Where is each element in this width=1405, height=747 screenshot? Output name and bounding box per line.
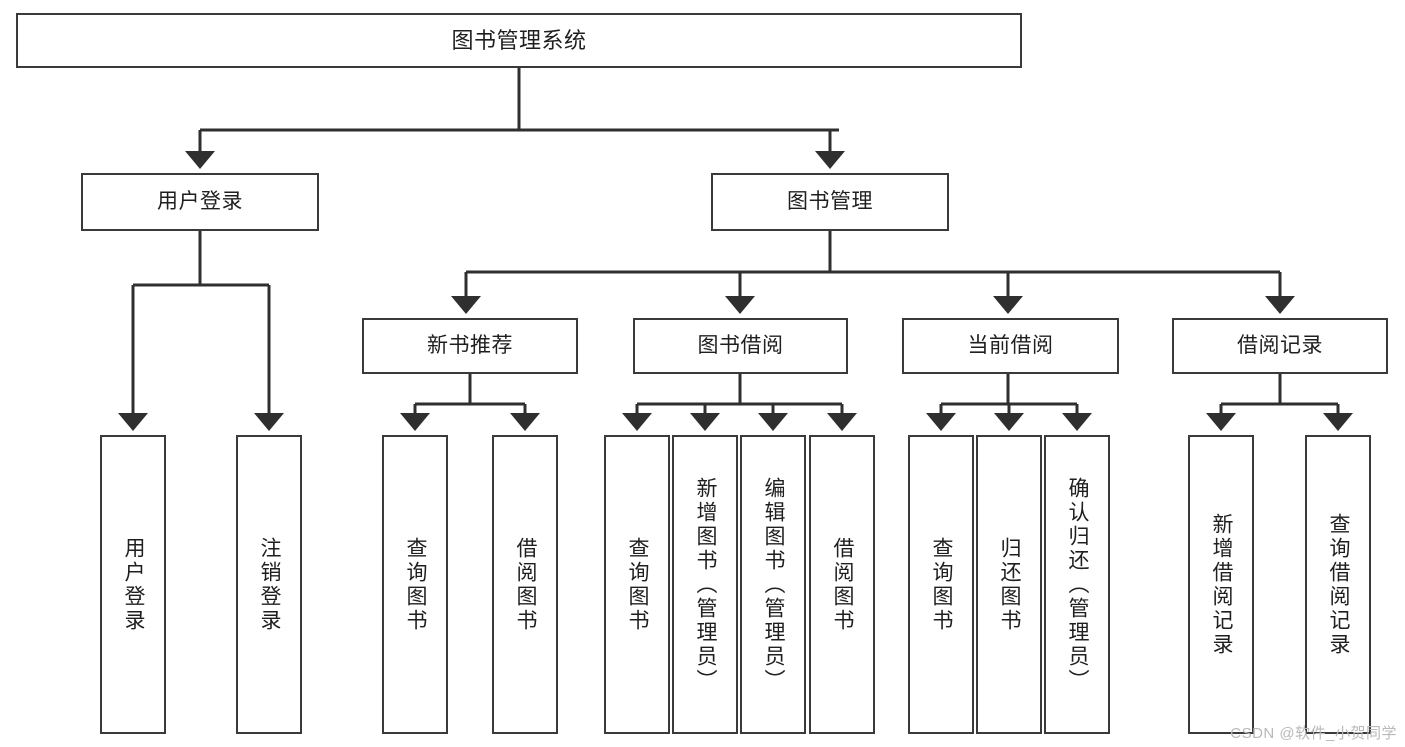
leaf-query-borrow-record[interactable]: 查询借阅记录	[1305, 435, 1371, 734]
node-root-book-management-system[interactable]: 图书管理系统	[16, 13, 1022, 68]
node-label: 编辑图书（管理员）	[762, 476, 786, 693]
node-label: 查询图书	[404, 536, 428, 633]
node-label: 图书管理系统	[451, 27, 587, 53]
node-label: 图书管理	[787, 189, 873, 213]
node-label: 借阅图书	[831, 536, 855, 633]
node-label: 借阅记录	[1237, 333, 1323, 357]
node-label: 用户登录	[122, 536, 146, 633]
node-label: 查询借阅记录	[1327, 512, 1351, 657]
node-book-management[interactable]: 图书管理	[711, 173, 949, 231]
leaf-add-book-admin[interactable]: 新增图书（管理员）	[672, 435, 738, 734]
node-label: 新增图书（管理员）	[694, 476, 718, 693]
node-label: 图书借阅	[697, 333, 784, 357]
csdn-watermark: CSDN @软件_小贺同学	[1230, 725, 1397, 742]
node-label: 用户登录	[157, 189, 243, 213]
node-book-borrow[interactable]: 图书借阅	[633, 318, 848, 374]
leaf-borrow-book-recommend[interactable]: 借阅图书	[492, 435, 558, 734]
leaf-user-login[interactable]: 用户登录	[100, 435, 166, 734]
node-borrow-record[interactable]: 借阅记录	[1172, 318, 1388, 374]
node-label: 归还图书	[998, 536, 1022, 633]
leaf-user-logout[interactable]: 注销登录	[236, 435, 302, 734]
leaf-edit-book-admin[interactable]: 编辑图书（管理员）	[740, 435, 806, 734]
leaf-query-book-recommend[interactable]: 查询图书	[382, 435, 448, 734]
leaf-return-book[interactable]: 归还图书	[976, 435, 1042, 734]
node-label: 注销登录	[258, 536, 282, 633]
leaf-borrow-book[interactable]: 借阅图书	[809, 435, 875, 734]
node-label: 新书推荐	[427, 333, 513, 357]
node-label: 查询图书	[626, 536, 650, 633]
node-label: 确认归还（管理员）	[1066, 476, 1090, 693]
node-user-login[interactable]: 用户登录	[81, 173, 319, 231]
leaf-query-book-borrow[interactable]: 查询图书	[604, 435, 670, 734]
leaf-add-borrow-record[interactable]: 新增借阅记录	[1188, 435, 1254, 734]
node-label: 当前借阅	[967, 333, 1054, 357]
node-label: 查询图书	[930, 536, 954, 633]
node-label: 借阅图书	[514, 536, 538, 633]
leaf-confirm-return-admin[interactable]: 确认归还（管理员）	[1044, 435, 1110, 734]
leaf-query-book-current[interactable]: 查询图书	[908, 435, 974, 734]
node-current-borrow[interactable]: 当前借阅	[902, 318, 1119, 374]
node-label: 新增借阅记录	[1210, 512, 1234, 657]
node-new-book-recommend[interactable]: 新书推荐	[362, 318, 578, 374]
